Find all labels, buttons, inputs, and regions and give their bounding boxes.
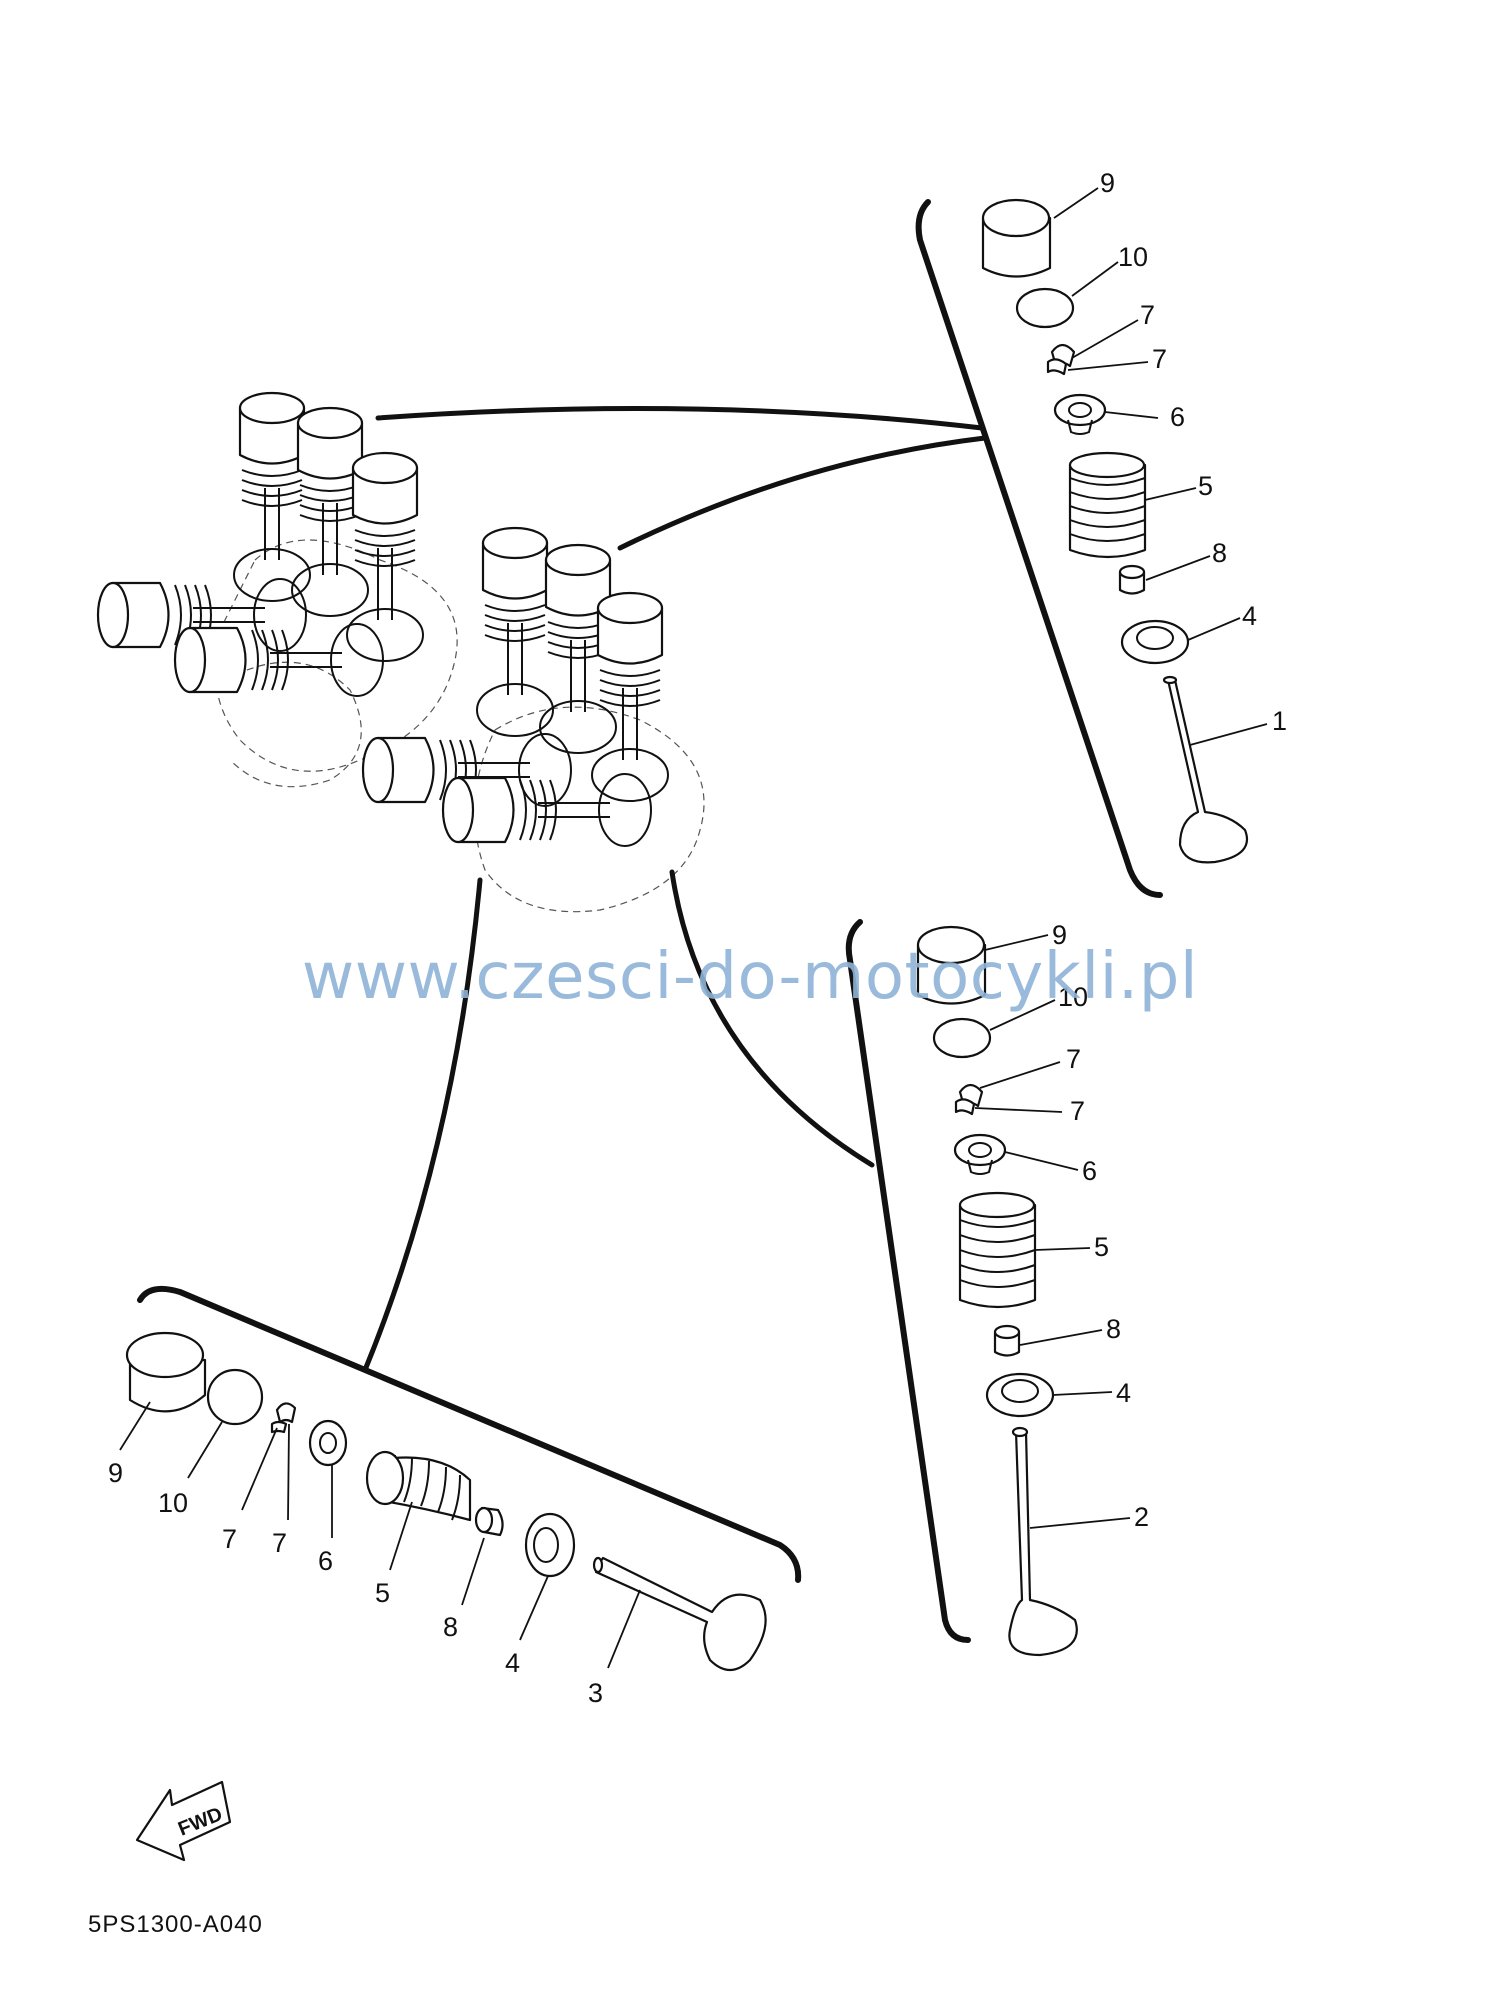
pad — [1015, 287, 1075, 329]
callout-4: 4 — [505, 1648, 520, 1678]
head-group-left — [96, 391, 458, 788]
callout-9: 9 — [108, 1458, 123, 1488]
callout-7: 7 — [1152, 344, 1167, 374]
bracket-intake — [915, 199, 1163, 898]
callout-8: 8 — [443, 1612, 458, 1642]
retainer — [1053, 393, 1107, 427]
callout-3: 3 — [588, 1678, 603, 1708]
pad — [932, 1017, 992, 1059]
callout-10: 10 — [1058, 982, 1088, 1012]
callout-9: 9 — [1052, 920, 1067, 950]
callout-7: 7 — [1140, 300, 1155, 330]
callout-2: 2 — [1134, 1502, 1149, 1532]
pad — [206, 1368, 264, 1426]
bracket-exhaust — [845, 919, 971, 1643]
link-intake-1 — [375, 406, 985, 431]
cotter — [275, 1402, 297, 1424]
callout-6: 6 — [1170, 402, 1185, 432]
spring — [365, 1450, 472, 1522]
retainer — [953, 1133, 1007, 1167]
link-exhaust — [669, 869, 875, 1168]
watermark: www.czesci-do-motocykli.pl — [301, 940, 1199, 1014]
panel-exhaust: 9 10 7 7 6 5 8 4 2 — [916, 920, 1149, 1657]
callout-10: 10 — [1118, 242, 1148, 272]
callout-7: 7 — [272, 1528, 287, 1558]
callout-10: 10 — [158, 1488, 188, 1518]
callout-7: 7 — [1066, 1044, 1081, 1074]
callout-9: 9 — [1100, 168, 1115, 198]
callout-7: 7 — [222, 1524, 237, 1554]
panel-intake: 9 10 7 7 6 5 8 4 1 — [981, 168, 1287, 864]
fwd-arrow-icon: FWD — [135, 1780, 232, 1862]
link-side — [362, 877, 483, 1373]
callout-6: 6 — [318, 1546, 333, 1576]
callout-4: 4 — [1116, 1378, 1131, 1408]
panel-side: 9 10 7 7 6 5 8 4 3 — [108, 1331, 767, 1708]
callout-5: 5 — [1094, 1232, 1109, 1262]
seal — [524, 1512, 576, 1578]
callout-1: 1 — [1272, 706, 1287, 736]
callout-5: 5 — [1198, 471, 1213, 501]
link-intake-2 — [617, 435, 988, 551]
valve-exhaust — [1008, 1426, 1078, 1657]
valve-intake — [1162, 675, 1248, 864]
head-group-right — [361, 526, 705, 913]
callout-6: 6 — [1082, 1156, 1097, 1186]
valve-side — [592, 1556, 767, 1672]
callout-7: 7 — [1070, 1096, 1085, 1126]
retainer — [308, 1419, 348, 1467]
callout-5: 5 — [375, 1578, 390, 1608]
spring — [958, 1191, 1037, 1309]
callout-8: 8 — [1106, 1314, 1121, 1344]
callout-4: 4 — [1242, 601, 1257, 631]
seal — [1120, 619, 1190, 665]
diagram-code: 5PS1300-A040 — [88, 1911, 263, 1938]
spring — [1068, 451, 1147, 559]
bracket-side — [137, 1285, 802, 1583]
callout-8: 8 — [1212, 538, 1227, 568]
